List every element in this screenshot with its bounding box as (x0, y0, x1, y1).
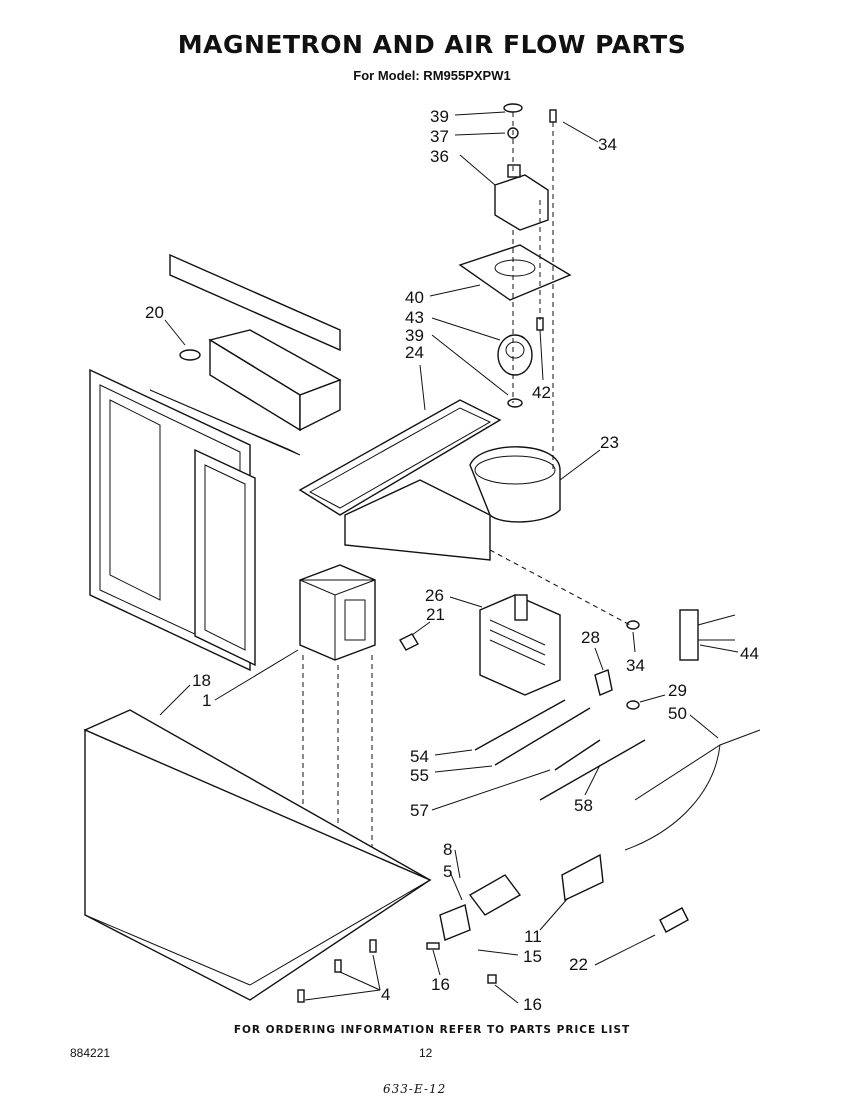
fan-motor (494, 164, 549, 231)
page-title: MAGNETRON AND AIR FLOW PARTS (177, 30, 687, 59)
fuse (659, 907, 689, 933)
callout-54: 54 (410, 747, 429, 766)
wire-leads (474, 699, 646, 801)
page-number: 12 (419, 1046, 433, 1060)
callout-28: 28 (581, 628, 600, 647)
callout-58: 58 (574, 796, 593, 815)
callout-8: 8 (443, 840, 452, 859)
callout-labels: 39 37 36 34 40 43 39 24 42 20 23 26 21 2… (145, 107, 759, 1014)
fan-blade (497, 334, 533, 376)
callout-16-left: 16 (431, 975, 450, 994)
capacitor (439, 874, 522, 941)
callout-57: 57 (410, 801, 429, 820)
motor-bracket (458, 244, 572, 301)
model-subtitle: For Model: RM955PXPW1 (353, 68, 511, 83)
callout-23: 23 (600, 433, 619, 452)
fuse-holder (561, 853, 604, 902)
callout-5: 5 (443, 862, 452, 881)
callout-44: 44 (740, 644, 759, 663)
callout-29: 29 (668, 681, 687, 700)
callout-1: 1 (202, 691, 211, 710)
ordering-note: FOR ORDERING INFORMATION REFER TO PARTS … (233, 1024, 631, 1036)
fan-housing (469, 446, 561, 523)
callout-16-right: 16 (523, 995, 542, 1014)
callout-39-mid: 39 (405, 326, 424, 345)
callout-50: 50 (668, 704, 687, 723)
callout-11: 11 (524, 927, 542, 946)
oven-cabinet (89, 253, 341, 672)
callout-39-top: 39 (430, 107, 449, 126)
callout-34-mid: 34 (626, 656, 645, 675)
callout-4: 4 (381, 985, 390, 1004)
callout-34-top: 34 (598, 135, 617, 154)
control-box (179, 329, 342, 432)
callout-55: 55 (410, 766, 429, 785)
callout-21: 21 (426, 605, 445, 624)
callout-36: 36 (430, 147, 449, 166)
callout-42: 42 (532, 383, 551, 402)
callout-20: 20 (145, 303, 164, 322)
callout-24: 24 (405, 343, 424, 362)
callout-43: 43 (405, 308, 424, 327)
transformer (299, 564, 376, 661)
wire-harness (624, 729, 761, 851)
callout-18: 18 (192, 671, 211, 690)
thermal-cutout (594, 669, 613, 696)
callout-26: 26 (425, 586, 444, 605)
magnetron (479, 594, 561, 696)
callout-37: 37 (430, 127, 449, 146)
callout-22: 22 (569, 955, 588, 974)
part-21 (399, 633, 419, 651)
part-44 (679, 609, 736, 661)
air-guide-duct (298, 399, 502, 561)
callout-40: 40 (405, 288, 424, 307)
screws (297, 939, 497, 1003)
base-plate (83, 709, 432, 1001)
handwritten-note: 633-E-12 (383, 1082, 447, 1096)
callout-15: 15 (523, 947, 542, 966)
leader-lines (159, 111, 739, 1004)
document-number: 884221 (70, 1046, 111, 1060)
